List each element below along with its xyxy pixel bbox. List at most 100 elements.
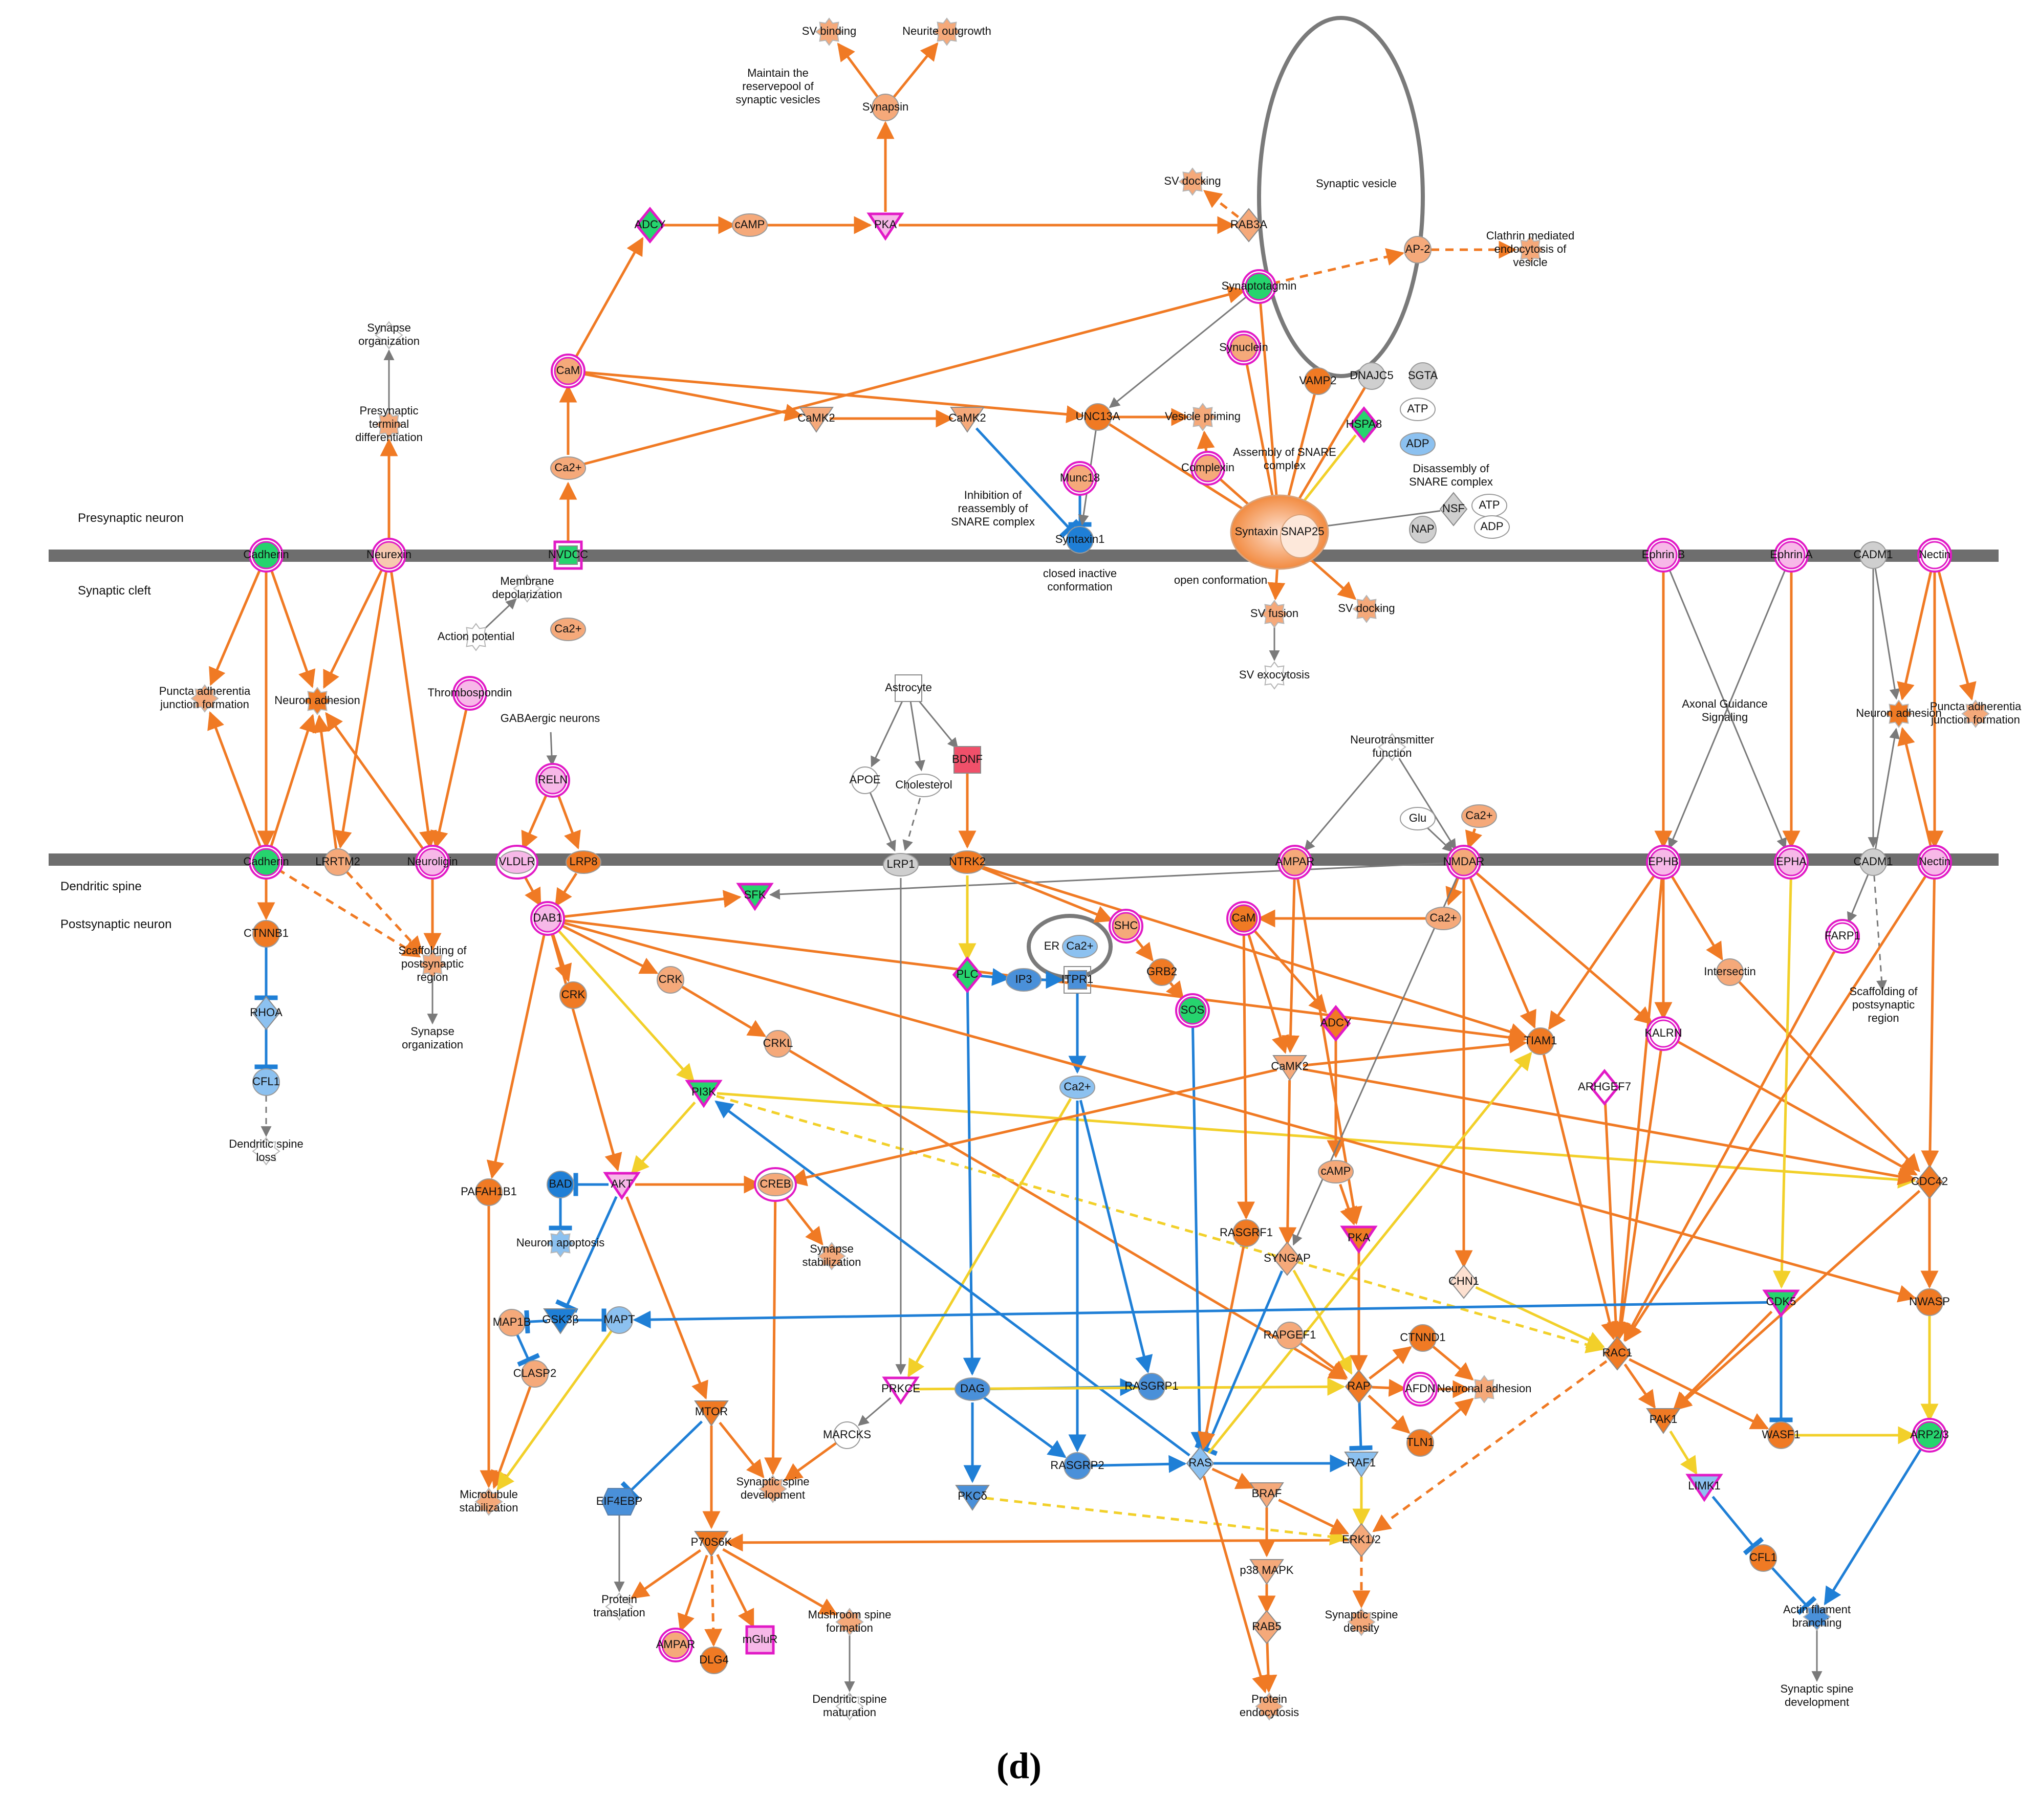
node-label-limk1: LIMK1: [1688, 1479, 1721, 1492]
edge-grb2-to-sos: [1165, 980, 1184, 1000]
node-label-akt: AKT: [611, 1177, 633, 1190]
node-synuclein: Synuclein: [1219, 331, 1268, 365]
edge-nmdar-to-sfk: [769, 862, 1451, 900]
edge-cadm1_post-to-nadh2: [1874, 728, 1900, 849]
edge-neurexin-to-neuroligin: [389, 568, 437, 849]
edge-ras-to-braf: [1211, 1467, 1254, 1489]
node-label-adp1: ADP: [1406, 437, 1429, 450]
edge-ctnnd1-to-nadh3: [1432, 1345, 1474, 1381]
node-label-camk2_post: CaMK2: [1271, 1060, 1308, 1072]
node-complexin: Complexin: [1181, 451, 1234, 486]
node-label-dab1: DAB1: [533, 911, 562, 924]
node-ntrk2: NTRK2: [949, 850, 986, 874]
node-pi3k: PI3K: [685, 1080, 723, 1108]
edge-p70s6k-to-ptrans: [630, 1549, 702, 1599]
edge-rab5-to-pendo: [1259, 1640, 1277, 1693]
node-label-creb: CREB: [760, 1177, 791, 1190]
edge-vldlr-to-dab1: [522, 873, 541, 907]
edge-cam_pre-to-unc13a: [581, 370, 1085, 424]
node-pak1: PAK1: [1646, 1408, 1681, 1434]
node-adcy_pre: ADCY: [634, 207, 666, 244]
node-label-braf: BRAF: [1252, 1487, 1282, 1500]
zone-presynaptic-label: Presynaptic neuron: [78, 511, 184, 525]
edge-mtor-to-eif4ebp: [620, 1420, 703, 1501]
edge-nectin_post-to-rac1: [1624, 872, 1928, 1342]
node-akt: AKT: [603, 1172, 641, 1200]
node-plc: PLC: [952, 956, 983, 993]
node-prkce: PRKCE: [881, 1376, 920, 1405]
node-rasgrp2: RASGRP2: [1050, 1452, 1104, 1480]
node-lrrtm2: LRRTM2: [315, 848, 360, 876]
node-label-er: ER: [1044, 939, 1060, 952]
node-reln: RELN: [535, 763, 570, 798]
node-label-cadm1_pre: CADM1: [1853, 548, 1893, 561]
node-label-chol: Cholesterol: [895, 778, 952, 791]
edge-arp23-to-actin: [1824, 1445, 1924, 1606]
node-label-eif4ebp: EIF4EBP: [596, 1495, 642, 1507]
node-label-marcks: MARCKS: [823, 1428, 871, 1441]
node-label-synaptotagmin: Synaptotagmin: [1222, 279, 1297, 292]
edge-dag-to-rasgrp2: [982, 1396, 1067, 1458]
node-label-rasgrp2: RASGRP2: [1050, 1459, 1104, 1472]
node-glu: Glu: [1400, 807, 1436, 830]
edge-reln-to-vldlr: [521, 792, 549, 850]
node-label-ca_pre: Ca2+: [554, 461, 581, 474]
node-label-afdn: AFDN: [1405, 1382, 1436, 1395]
edge-rapgef1-to-rap: [1299, 1342, 1348, 1379]
node-label-ephb: EPHB: [1648, 855, 1679, 868]
node-crk1: CRK: [559, 981, 587, 1009]
edge-ampar_top-to-camk2_post: [1282, 875, 1300, 1054]
node-label-pi3k: PI3K: [691, 1085, 716, 1098]
edge-pak1-to-limk1: [1669, 1430, 1698, 1475]
edge-pkcd-to-erk12: [985, 1497, 1348, 1546]
node-label-raf1: RAF1: [1347, 1456, 1376, 1469]
node-label-svb: SV binding: [802, 25, 856, 37]
edge-cfl1_r-to-actin: [1771, 1567, 1817, 1615]
node-label-rapgef1: RAPGEF1: [1264, 1328, 1316, 1341]
node-camk2b: CaMK2: [948, 407, 986, 433]
node-synapsin: Synapsin: [862, 94, 908, 121]
node-label-gsk3b: GSK3β: [542, 1313, 578, 1326]
node-lrp8: LRP8: [566, 850, 601, 874]
node-erk12: ERK1/2: [1342, 1523, 1381, 1558]
edge-p70s6k-to-mglur: [716, 1554, 754, 1628]
node-ca_pre: Ca2+: [550, 456, 586, 480]
edge-synaptotagmin-to-ap2: [1271, 248, 1405, 285]
node-label-nout: Neurite outgrowth: [902, 25, 991, 37]
node-label-intersectin: Intersectin: [1704, 965, 1756, 978]
node-label-rac1: RAC1: [1602, 1346, 1633, 1359]
node-label-prkce: PRKCE: [881, 1382, 920, 1395]
edge-glu-to-nmdar: [1426, 827, 1454, 852]
edge-p70s6k-to-dlg4: [704, 1555, 723, 1647]
edge-map1b-to-clasp2: [516, 1334, 540, 1367]
node-ca_sp: Ca2+: [1461, 804, 1497, 828]
node-label-dag: DAG: [960, 1382, 985, 1395]
node-label-svdock1: SV docking: [1164, 174, 1221, 187]
edge-rab3a-to-svdock1: [1203, 190, 1239, 218]
edge-ephb-to-tiam1: [1548, 872, 1657, 1030]
node-nout: Neurite outgrowth: [902, 17, 991, 46]
node-label-unc13a: UNC13A: [1076, 410, 1120, 423]
node-label-clasp2: CLASP2: [513, 1367, 556, 1379]
node-label-crk2: CRK: [659, 973, 683, 985]
node-rab5: RAB5: [1252, 1610, 1282, 1644]
edge-neuroligin-to-nadh1: [325, 712, 426, 852]
edge-cadm1_post-to-farp1: [1847, 874, 1869, 924]
node-label-epha: EPHA: [1776, 855, 1807, 868]
edge-clasp2-to-mtstab: [491, 1386, 532, 1489]
node-open_conf: open conformation: [1174, 574, 1267, 586]
node-label-ephrina: Ephrin A: [1770, 548, 1812, 561]
node-label-nadh2: Neuron adhesion: [1856, 707, 1942, 719]
node-lrp1: LRP1: [883, 853, 919, 876]
